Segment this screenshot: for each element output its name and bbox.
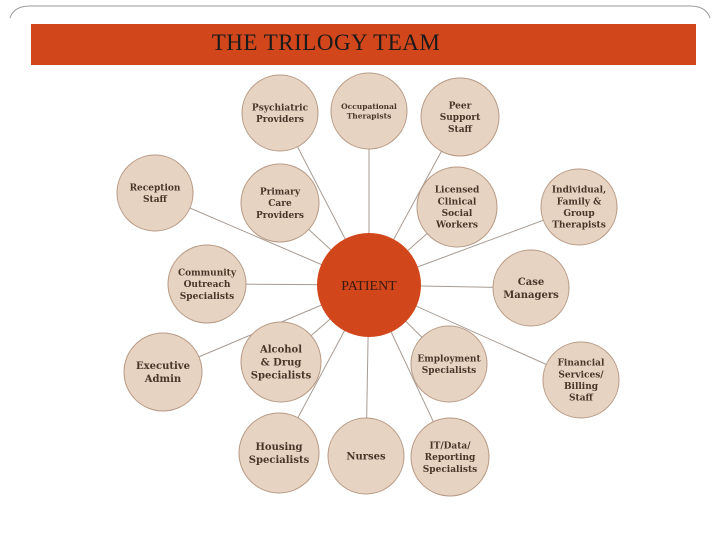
node-label: Managers: [503, 290, 559, 301]
node-label: Alcohol: [259, 345, 302, 356]
node-circle: [416, 166, 498, 248]
node-label: Primary: [260, 187, 301, 197]
node-circle: [410, 417, 490, 497]
node-label: Psychiatric: [252, 103, 309, 113]
node-label: Social: [442, 209, 473, 219]
node-label: Employment: [417, 354, 481, 364]
node-label: Specialists: [423, 465, 477, 475]
node-label: Nurses: [346, 452, 386, 463]
node-circle: [240, 163, 320, 243]
node-circle: [410, 325, 488, 403]
node-label: Peer: [449, 101, 472, 111]
node-label: Providers: [256, 211, 304, 221]
node-label: Outreach: [184, 280, 231, 290]
node-circle: [167, 244, 247, 324]
node-circle: [327, 417, 405, 495]
node-label: Case: [518, 277, 544, 288]
node-label: Staff: [143, 195, 167, 205]
node-circle: [542, 341, 620, 419]
node-nurses: Nurses: [327, 417, 405, 495]
patient-circle: [317, 233, 421, 337]
node-circle: [540, 168, 618, 246]
node-label: Licensed: [435, 186, 480, 196]
node-label: Specialists: [180, 292, 234, 302]
patient-label: PATIENT: [341, 279, 397, 294]
node-label: Providers: [256, 115, 304, 125]
node-label: Care: [268, 199, 292, 209]
node-label: Group: [563, 209, 594, 219]
team-nodes: PsychiatricProvidersOccupationalTherapis…: [116, 72, 620, 497]
node-circle: [238, 412, 320, 494]
node-label: Specialists: [422, 366, 476, 376]
node-label: IT/Data/: [429, 441, 471, 451]
node-circle: [240, 321, 322, 403]
page-title: THE TRILOGY TEAM: [211, 30, 441, 55]
node-label: Therapists: [347, 112, 392, 121]
node-label: Workers: [435, 221, 478, 231]
node-label: & Drug: [261, 358, 302, 369]
node-label: Specialists: [251, 371, 312, 382]
node-circle: [241, 74, 319, 152]
center-group: PATIENT: [317, 233, 421, 337]
node-label: Family &: [557, 197, 602, 207]
node-label: Specialists: [249, 455, 310, 466]
node-label: Occupational: [341, 102, 397, 111]
node-label: Reporting: [425, 453, 476, 463]
node-label: Financial: [558, 359, 605, 369]
node-label: Community: [178, 268, 237, 278]
node-circle: [420, 77, 500, 157]
node-label: Staff: [569, 394, 593, 404]
node-label: Admin: [144, 374, 182, 385]
node-label: Staff: [448, 125, 472, 135]
node-label: Housing: [255, 442, 302, 453]
node-label: Billing: [564, 382, 599, 392]
node-label: Clinical: [438, 197, 477, 207]
node-label: Individual,: [552, 186, 606, 196]
node-label: Therapists: [552, 221, 606, 231]
node-label: Support: [440, 113, 481, 123]
node-circle: [330, 72, 408, 150]
title-bar: THE TRILOGY TEAM: [31, 24, 696, 65]
node-label: Executive: [136, 361, 190, 372]
node-circle: [492, 249, 570, 327]
node-label: Services/: [558, 370, 604, 380]
node-label: Reception: [130, 183, 181, 193]
node-circle: [123, 332, 203, 412]
node-circle: [116, 154, 194, 232]
